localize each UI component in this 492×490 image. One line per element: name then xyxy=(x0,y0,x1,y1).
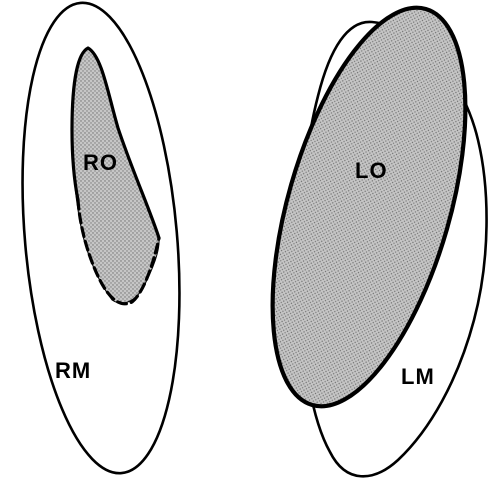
left-outer-region xyxy=(270,5,468,409)
label-lo: LO xyxy=(355,158,388,183)
label-lm: LM xyxy=(401,364,435,389)
right-outer-solid-edge xyxy=(70,46,161,240)
label-ro: RO xyxy=(83,150,118,175)
left-group: LO LM xyxy=(270,5,488,478)
label-rm: RM xyxy=(55,358,91,383)
right-group: RO RM xyxy=(21,1,181,475)
right-outer-dashed-edge xyxy=(76,198,161,306)
